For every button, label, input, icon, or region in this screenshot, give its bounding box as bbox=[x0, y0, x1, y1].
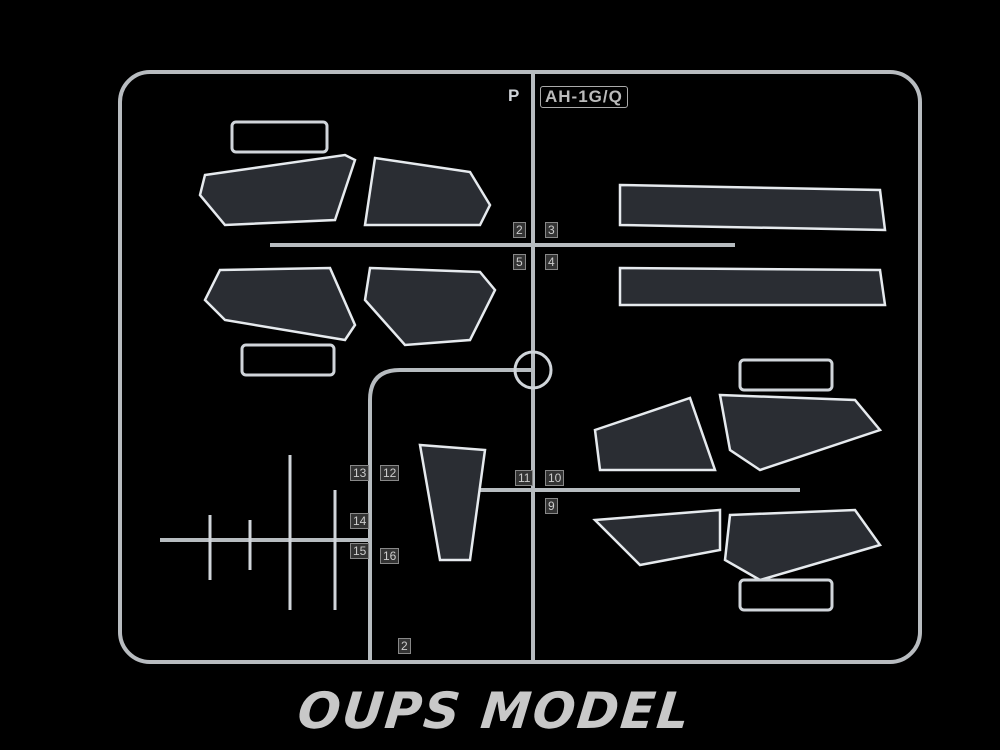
canopy-part bbox=[718, 393, 883, 472]
handle-part bbox=[230, 120, 329, 154]
part-number: 16 bbox=[380, 548, 400, 564]
part-number: 15 bbox=[350, 543, 370, 559]
part-number: 10 bbox=[545, 470, 565, 486]
handle-part bbox=[738, 358, 834, 392]
canopy-part bbox=[363, 266, 497, 347]
sprue-runner-curve bbox=[368, 368, 533, 662]
canopy-part bbox=[593, 396, 717, 472]
part-number: 5 bbox=[513, 254, 526, 270]
part-number: 13 bbox=[350, 465, 370, 481]
part-number: 14 bbox=[350, 513, 370, 529]
part-number: 12 bbox=[380, 465, 400, 481]
sprue-code: AH-1G/Q bbox=[540, 86, 628, 108]
canopy-part bbox=[618, 183, 887, 232]
part-number: 11 bbox=[515, 470, 534, 486]
sprue-frame bbox=[118, 70, 922, 664]
sprue-letter: P bbox=[508, 86, 520, 105]
part-number: 3 bbox=[545, 222, 558, 238]
part-number: 9 bbox=[545, 498, 558, 514]
part-number: 2 bbox=[513, 222, 526, 238]
canopy-part bbox=[592, 508, 722, 567]
part-number: 4 bbox=[545, 254, 558, 270]
canopy-part bbox=[618, 266, 887, 307]
handle-part bbox=[240, 343, 336, 377]
sprue-hub bbox=[513, 350, 553, 390]
canopy-part bbox=[418, 443, 487, 562]
canopy-part bbox=[198, 153, 357, 227]
handle-part bbox=[738, 578, 834, 612]
canopy-part bbox=[203, 266, 357, 342]
canopy-part bbox=[723, 508, 883, 582]
canopy-part bbox=[363, 156, 492, 227]
part-number: 2 bbox=[398, 638, 411, 654]
watermark: OUPS MODEL bbox=[294, 682, 695, 740]
